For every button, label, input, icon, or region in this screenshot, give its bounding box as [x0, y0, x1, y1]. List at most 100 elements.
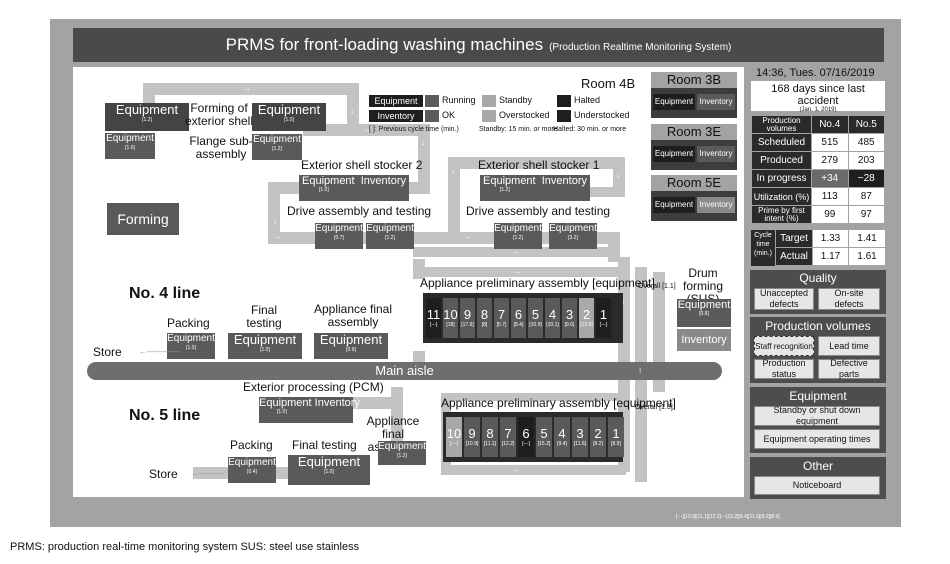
- final-5-equipment[interactable]: Equipment[1.0]: [288, 455, 370, 485]
- final-4-equipment[interactable]: Equipment[1.0]: [228, 333, 302, 359]
- page-title: PRMS for front-loading washing machines: [225, 35, 544, 54]
- cycle-block: Cycle time (min.) Target 1.33 1.41 Actua…: [751, 230, 885, 266]
- footer-note: PRMS: production real-time monitoring sy…: [10, 541, 360, 553]
- station-cycle: [---]: [522, 441, 530, 447]
- station-cycle: [12.8]: [580, 322, 593, 328]
- station-cycle: [---]: [599, 322, 608, 328]
- station-10[interactable]: 10[18]: [443, 298, 458, 338]
- station-7[interactable]: 7[12.2]: [500, 417, 516, 457]
- equipment-flange-2[interactable]: Equipment[1.2]: [252, 134, 302, 160]
- drive-4-equipment-a[interactable]: Equipment[0.7]: [315, 223, 363, 249]
- drive-5-equipment-a[interactable]: Equipment[1.2]: [494, 223, 542, 249]
- station-10[interactable]: 10[---]: [446, 417, 462, 457]
- operating-times-button[interactable]: Equipment operating times: [754, 429, 880, 449]
- datetime: 14:36, Tues. 07/16/2019: [756, 67, 875, 79]
- station-number: 9: [463, 307, 472, 322]
- room-4b-label: Room 4B: [581, 76, 636, 91]
- station-5[interactable]: 5[10.9]: [528, 298, 543, 338]
- station-2[interactable]: 2[8.2]: [590, 417, 606, 457]
- station-cycle: [11.1]: [483, 441, 497, 447]
- station-6[interactable]: 6[---]: [518, 417, 534, 457]
- line-4-label: No. 4 line: [129, 285, 201, 302]
- station-number: 4: [558, 426, 566, 441]
- accident-box: 168 days since last accident(Jan. 1, 201…: [751, 81, 885, 113]
- station-number: 3: [565, 307, 574, 322]
- forming-block[interactable]: Forming: [107, 203, 179, 235]
- label-final-4: Final testing: [246, 303, 282, 330]
- station-9[interactable]: 9[10.9]: [464, 417, 480, 457]
- station-5[interactable]: 5[15.2]: [536, 417, 552, 457]
- station-7[interactable]: 7[5.7]: [494, 298, 509, 338]
- main-aisle-label: Main aisle: [375, 363, 434, 378]
- defective-parts-button[interactable]: Defective parts: [818, 358, 880, 379]
- unaccepted-defects-button[interactable]: Unaccepted defects: [754, 288, 814, 310]
- page-subtitle: (Production Realtime Monitoring System): [549, 42, 732, 53]
- station-number: 5: [540, 426, 548, 441]
- staff-recognition-button[interactable]: Staff recognition: [754, 336, 814, 356]
- station-number: 6: [522, 426, 530, 441]
- station-cycle: [10.9]: [465, 441, 479, 447]
- appfinal-4-equipment[interactable]: Equipment[0.9]: [314, 333, 388, 359]
- drive-5-equipment-b[interactable]: Equipment[3.2]: [549, 223, 597, 249]
- station-cycle: [8.4]: [513, 322, 524, 328]
- station-cycle: [8.2]: [593, 441, 603, 447]
- station-cycle: [11.6]: [573, 441, 587, 447]
- equipment-forming-exterior[interactable]: Equipment[1.2]: [105, 103, 189, 131]
- station-1[interactable]: 1[---]: [596, 298, 611, 338]
- drum-equipment[interactable]: Equipment[0.8]: [677, 299, 731, 327]
- label-prelim-5: Appliance preliminary assembly [equipmen…: [441, 396, 676, 410]
- station-cycle: [8]: [481, 322, 488, 328]
- pcm-equipment[interactable]: Equipment Inventory[1.0]: [259, 397, 360, 423]
- production-status-button[interactable]: Production status: [754, 358, 814, 379]
- label-drive-5: Drive assembly and testing: [466, 204, 611, 218]
- equipment-flange[interactable]: Equipment[1.0]: [105, 133, 155, 159]
- drive-4-equipment-b[interactable]: Equipment[1.2]: [366, 223, 414, 249]
- station-6[interactable]: 6[8.4]: [511, 298, 526, 338]
- station-cycle: [12.2]: [501, 441, 515, 447]
- station-4[interactable]: 4[10.1]: [545, 298, 560, 338]
- station-cycle: [5.7]: [496, 322, 507, 328]
- noticeboard-button[interactable]: Noticeboard: [754, 476, 880, 495]
- standby-equipment-button[interactable]: Standby or shut down equipment: [754, 405, 880, 426]
- ext-stocker-2[interactable]: Equipment Inventory[1.0]: [299, 175, 409, 201]
- bottom-note: [---][10.9][11.1][12.2]---[15.2][9.4][11…: [676, 514, 780, 520]
- station-3[interactable]: 3[11.6]: [572, 417, 588, 457]
- station-cycle: [10.9]: [529, 322, 542, 328]
- store-5-label: Store: [149, 467, 178, 481]
- station-8[interactable]: 8[11.1]: [482, 417, 498, 457]
- station-number: 9: [468, 426, 476, 441]
- ext-stocker-1[interactable]: Equipment Inventory[1.2]: [480, 175, 590, 201]
- label-ext-stocker-1: Exterior shell stocker 1: [478, 158, 600, 172]
- station-cycle: [18]: [446, 322, 455, 328]
- station-2[interactable]: 2[12.8]: [579, 298, 594, 338]
- station-cycle: [9.6]: [564, 322, 575, 328]
- label-appfinal-4: Appliance final assembly: [313, 302, 393, 329]
- station-cycle: [17.9]: [461, 322, 474, 328]
- station-number: 2: [582, 307, 591, 322]
- station-3[interactable]: 3[9.6]: [562, 298, 577, 338]
- station-number: 7: [504, 426, 512, 441]
- label-final-5: Final testing: [292, 438, 357, 452]
- lead-time-button[interactable]: Lead time: [818, 336, 880, 356]
- station-1[interactable]: 1[8.9]: [608, 417, 624, 457]
- station-9[interactable]: 9[17.9]: [460, 298, 475, 338]
- label-prelim-4: Appliance preliminary assembly [equipmen…: [420, 276, 655, 290]
- station-8[interactable]: 8[8]: [477, 298, 492, 338]
- station-cycle: [15.2]: [537, 441, 551, 447]
- station-11[interactable]: 11[---]: [426, 298, 441, 338]
- drum-inventory[interactable]: Inventory: [677, 329, 731, 351]
- equipment-shell[interactable]: Equipment[1.0]: [252, 103, 326, 131]
- station-cycle: [---]: [429, 322, 438, 328]
- station-number: 8: [480, 307, 489, 322]
- packing-5-equipment[interactable]: Equipment[0.4]: [228, 457, 276, 483]
- station-number: 5: [531, 307, 540, 322]
- appfinal-5-equipment[interactable]: Equipment[1.2]: [378, 441, 426, 465]
- station-number: 11: [426, 307, 441, 322]
- label-forming-exterior: Forming of exterior shell: [184, 101, 254, 128]
- packing-4-equipment[interactable]: Equipment[1.0]: [167, 333, 215, 359]
- main-aisle: Main aisle: [87, 362, 722, 380]
- onsite-defects-button[interactable]: On-site defects: [818, 288, 880, 310]
- station-4[interactable]: 4[9.4]: [554, 417, 570, 457]
